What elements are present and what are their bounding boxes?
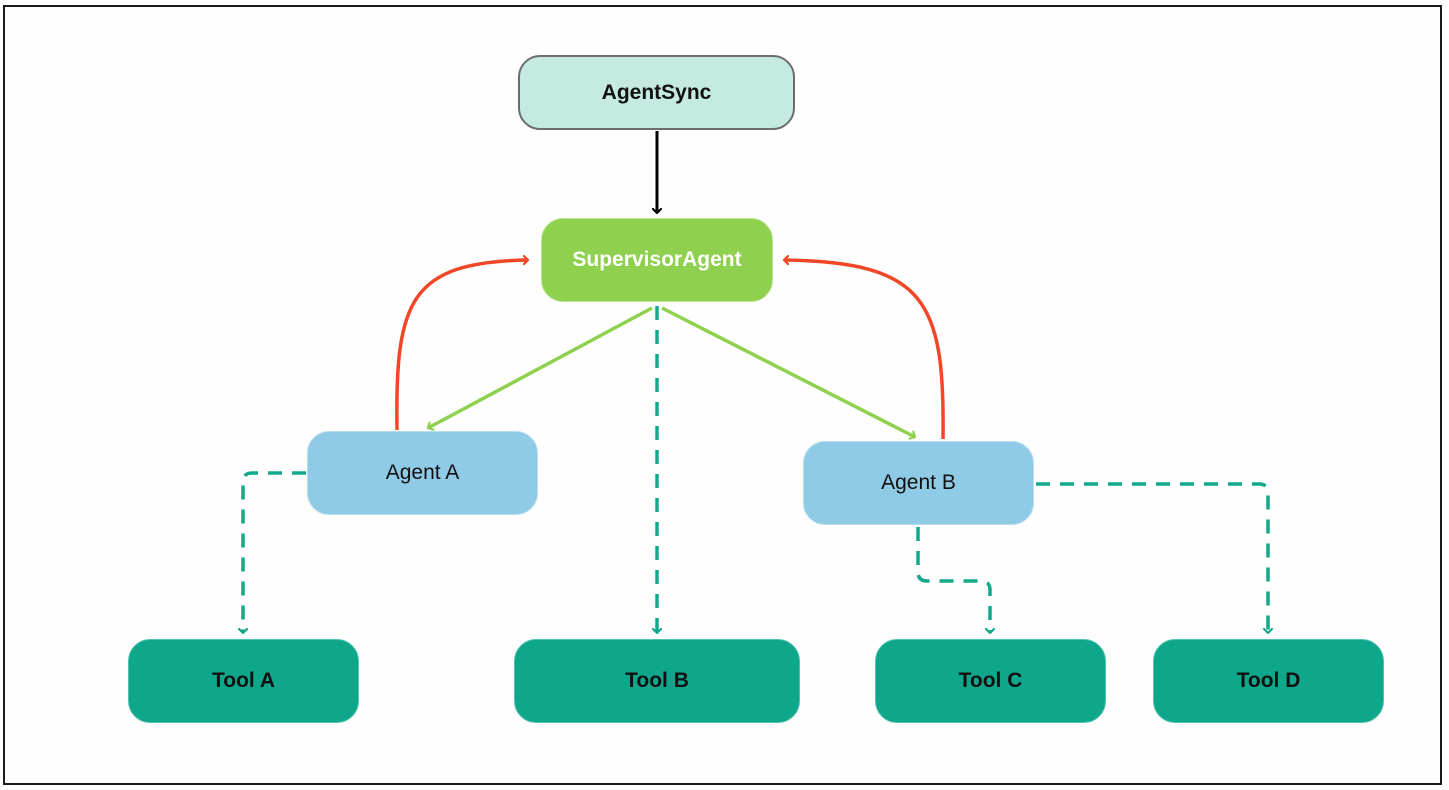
edge-agent-a-to-supervisor	[395, 260, 528, 431]
node-agent-b-label: Agent B	[881, 471, 956, 494]
edge-agent-a-to-tool-a	[243, 471, 306, 633]
edge-supervisor-to-agent-b	[661, 306, 915, 437]
edge-agent-b-to-tool-d	[1036, 482, 1268, 633]
node-tool-b[interactable]: Tool B	[514, 639, 800, 723]
node-tool-d-label: Tool D	[1236, 669, 1301, 692]
node-agent-a[interactable]: Agent A	[307, 431, 538, 515]
node-supervisor-agent-label: SupervisorAgent	[572, 248, 742, 271]
node-tool-b-label: Tool B	[625, 669, 689, 692]
edge-agent-b-to-tool-c	[916, 527, 990, 633]
node-agentsync-label: AgentSync	[601, 80, 712, 104]
node-tool-a-label: Tool A	[212, 669, 275, 692]
node-agent-b[interactable]: Agent B	[803, 441, 1034, 525]
edge-agent-b-to-supervisor	[784, 260, 945, 440]
node-agent-a-label: Agent A	[385, 461, 460, 484]
node-supervisor-agent[interactable]: SupervisorAgent	[541, 218, 773, 302]
node-tool-a[interactable]: Tool A	[128, 639, 359, 723]
edge-supervisor-to-agent-a	[428, 306, 653, 428]
node-tool-d[interactable]: Tool D	[1153, 639, 1384, 723]
node-tool-c-label: Tool C	[958, 669, 1023, 692]
node-tool-c[interactable]: Tool C	[875, 639, 1106, 723]
node-agentsync[interactable]: AgentSync	[518, 55, 795, 130]
